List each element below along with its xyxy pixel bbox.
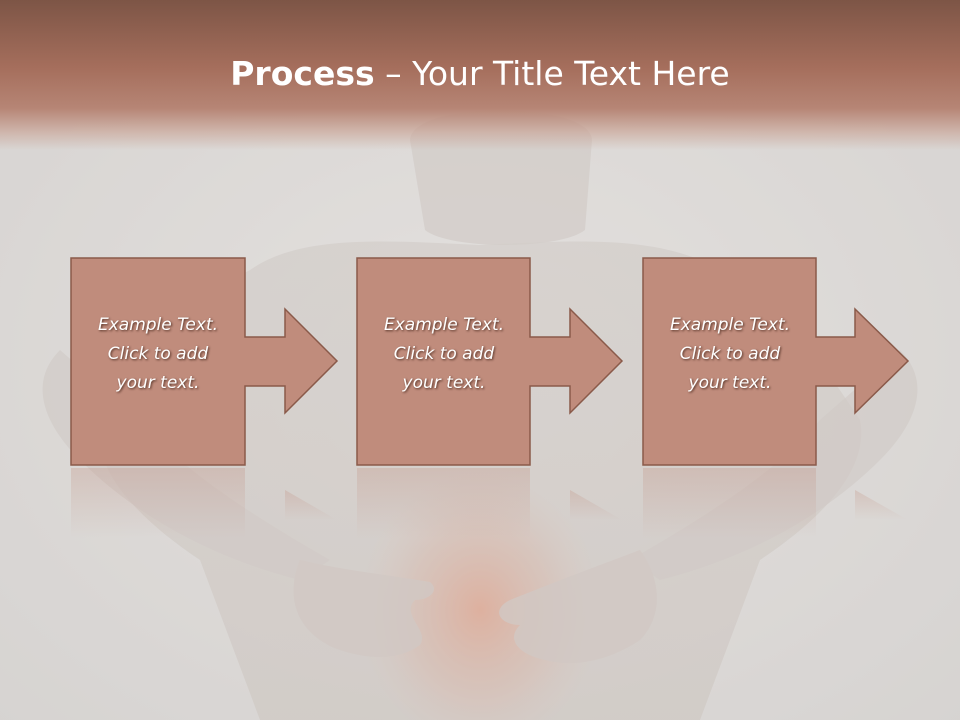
step-1-line-3: your text. <box>116 373 200 393</box>
step-reflections <box>71 468 908 538</box>
process-step-2[interactable] <box>356 257 624 466</box>
step-2-line-1: Example Text. <box>383 315 505 335</box>
process-step-3[interactable] <box>642 257 910 466</box>
step-1-line-1: Example Text. <box>97 315 219 335</box>
step-1-line-2: Click to add <box>107 344 209 364</box>
step-2-line-2: Click to add <box>393 344 495 364</box>
slide-title[interactable]: Process – Your Title Text Here <box>0 54 960 94</box>
process-step-1[interactable] <box>70 257 339 466</box>
step-3-line-1: Example Text. <box>669 315 791 335</box>
step-2-text[interactable]: Example Text. Click to add your text. <box>357 311 531 398</box>
title-regular-part: – Your Title Text Here <box>374 54 730 93</box>
step-1-text[interactable]: Example Text. Click to add your text. <box>71 311 245 398</box>
title-band <box>0 0 960 150</box>
step-2-line-3: your text. <box>402 373 486 393</box>
title-bold-part: Process <box>230 54 375 93</box>
step-3-line-2: Click to add <box>679 344 781 364</box>
step-3-line-3: your text. <box>688 373 772 393</box>
step-3-text[interactable]: Example Text. Click to add your text. <box>643 311 817 398</box>
